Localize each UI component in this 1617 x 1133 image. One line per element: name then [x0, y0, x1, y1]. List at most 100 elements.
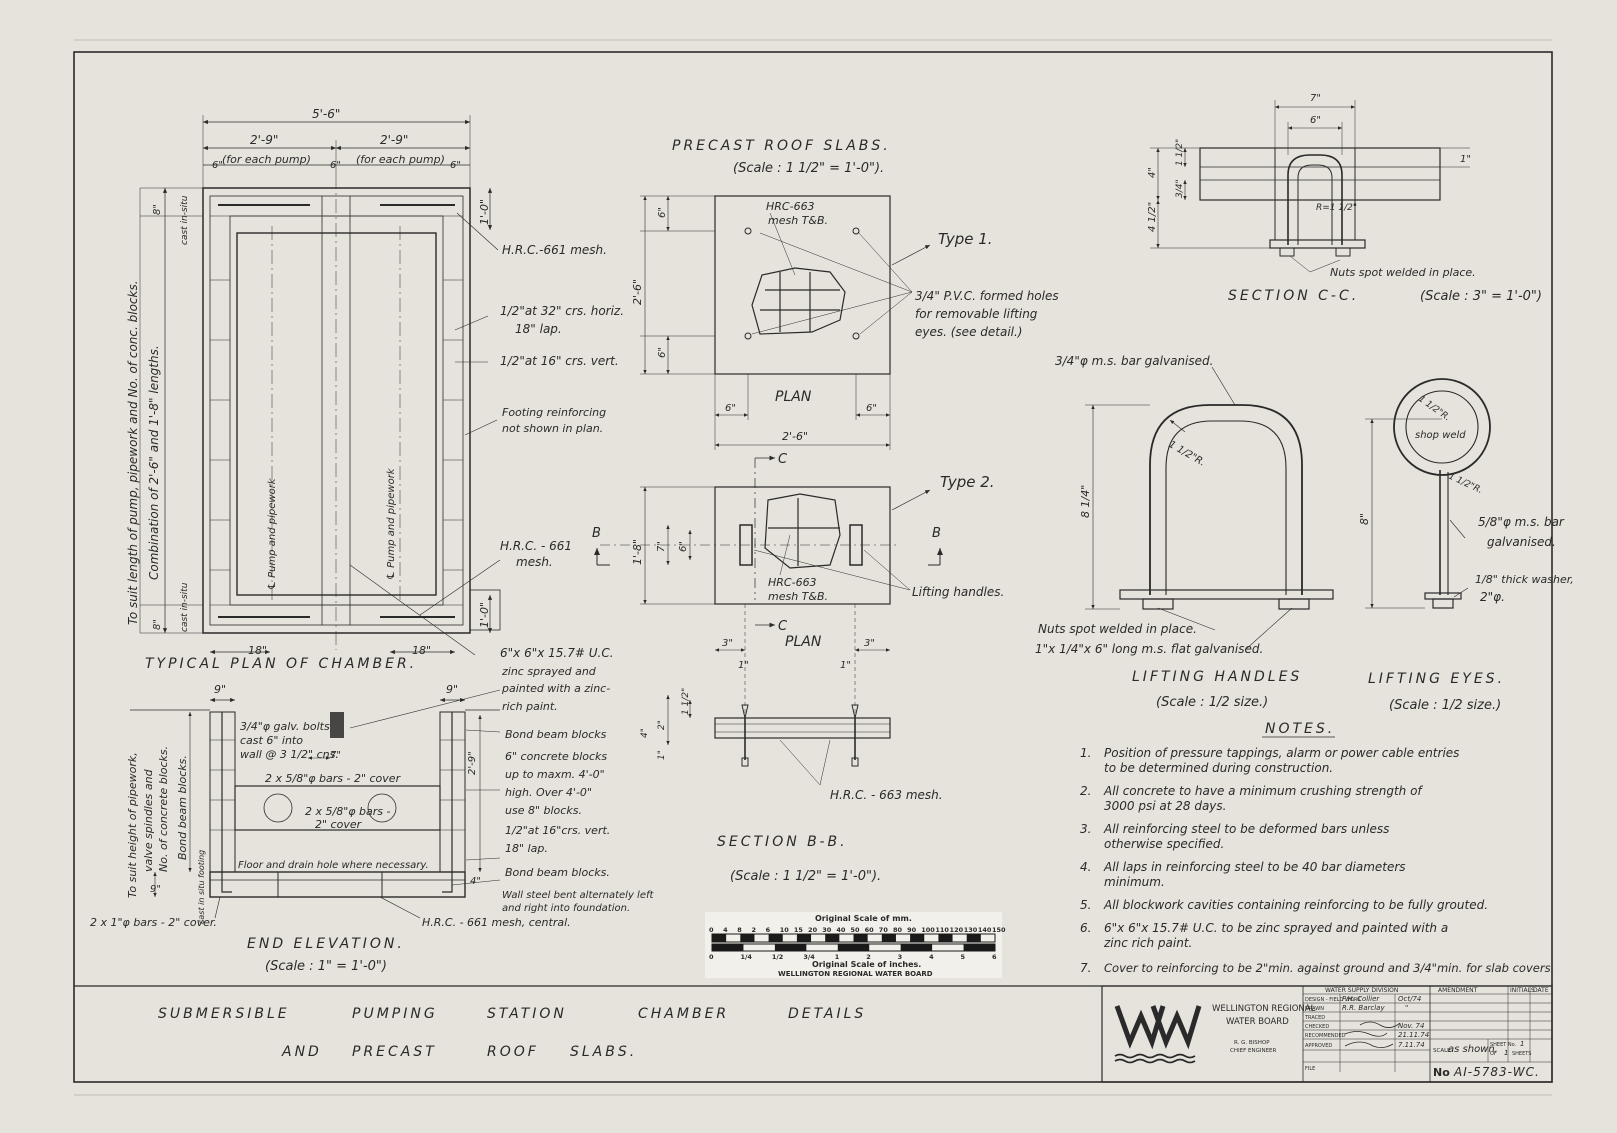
tb-row-label-1: DRAWN	[1305, 1006, 1324, 1012]
board-logo-icon	[1114, 1005, 1202, 1050]
plan-dim-18-right: 18"	[412, 644, 431, 657]
plan-overall-dim: 5'-6"	[312, 107, 340, 121]
title-word-9: SLABS.	[570, 1044, 637, 1060]
title-word-3: STATION	[487, 1006, 567, 1022]
scale-in-tick: 2	[866, 953, 871, 961]
plan-cast-bottom: cast in-situ	[180, 582, 190, 632]
eye-height: 8"	[1358, 513, 1371, 525]
scale-in-label: Original Scale of inches.	[812, 960, 921, 969]
slab-mesh-b-1: HRC-663	[768, 576, 817, 589]
scale-mm-block	[966, 934, 981, 942]
tb-row-label-3: CHECKED	[1305, 1024, 1329, 1030]
tb-division: WATER SUPPLY DIVISION	[1325, 987, 1398, 994]
scale-mm-tick: 70	[879, 926, 889, 934]
note-5-num: 5.	[1080, 898, 1091, 912]
slab-six-bot: 6"	[657, 347, 668, 358]
plan-uc-3: painted with a zinc-	[501, 682, 610, 695]
eye-weld: shop weld	[1415, 430, 1466, 441]
tb-sheet-value: 1	[1520, 1040, 1524, 1048]
scale-in-block	[900, 944, 933, 951]
plan-footing-2: not shown in plan.	[502, 422, 603, 435]
scale-mm-tick: 150	[992, 926, 1006, 934]
tb-row-label-4: RECOMMENDED	[1305, 1033, 1346, 1039]
elev-bond-vert: Bond beam blocks.	[176, 755, 189, 860]
title-block	[1101, 985, 1553, 1083]
slab-one-eight: 1'-8"	[631, 539, 644, 565]
note-1-num: 1.	[1080, 746, 1091, 760]
elev-bars-a: 2 x 5/8"φ bars - 2" cover	[265, 772, 402, 785]
note-5-line-1: All blockwork cavities containing reinfo…	[1103, 898, 1488, 912]
plan-bars-horiz: 1/2"at 32" crs. horiz.	[500, 304, 624, 318]
note-4-line-1: All laps in reinforcing steel to be 40 b…	[1103, 860, 1406, 874]
elev-side-2: valve spindles and	[142, 768, 155, 872]
scale-mm-tick: 15	[794, 926, 804, 934]
plan-hrc661-b2: mesh.	[516, 555, 553, 569]
eye-scale: (Scale : 1/2 size.)	[1389, 698, 1501, 713]
note-1-line-2: to be determined during construction.	[1104, 761, 1333, 775]
elev-scale: (Scale : 1" = 1'-0")	[265, 959, 387, 974]
plan-dim-18-left: 18"	[248, 644, 267, 657]
slab-sec-dim-2: 2"	[657, 720, 667, 730]
plan-uc-1: 6"x 6"x 15.7# U.C.	[500, 646, 614, 660]
plan-uc-4: rich paint.	[502, 700, 558, 713]
plan-for-each-pump-left: (for each pump)	[222, 153, 311, 166]
slab-pvc-1: 3/4" P.V.C. formed holes	[915, 289, 1059, 303]
slab-one-l: 1"	[738, 660, 749, 671]
plan-uc-2: zinc sprayed and	[501, 665, 597, 678]
plan-pump-label-right: ℄ Pump and pipework	[386, 467, 397, 580]
tb-org-1: WELLINGTON REGIONAL	[1212, 1004, 1316, 1014]
scale-mm-blocks	[712, 934, 981, 942]
scale-in-tick: 0	[709, 953, 714, 961]
plan-eight-bottom: 8"	[152, 619, 163, 630]
scale-in-tick: 1	[835, 953, 840, 961]
tb-initials: INITIALS	[1510, 987, 1535, 994]
precast-slabs	[594, 195, 943, 786]
slab-scale: (Scale : 1 1/2" = 1'-0").	[733, 161, 884, 176]
typical-plan	[139, 115, 501, 656]
tb-org-2: WATER BOARD	[1226, 1017, 1289, 1027]
scale-mm-block	[740, 934, 755, 942]
slab-one-r: 1"	[840, 660, 851, 671]
scale-mm-block	[825, 934, 840, 942]
elev-vert-2: 18" lap.	[505, 842, 548, 855]
plan-hrc661-mesh: H.R.C.-661 mesh.	[502, 243, 607, 257]
slab-seven: 7"	[656, 541, 667, 552]
slab-lifting: Lifting handles.	[912, 585, 1004, 599]
secc-four-half: 4 1/2"	[1147, 202, 1158, 232]
plan-hrc661-b1: H.R.C. - 661	[500, 539, 572, 553]
note-2-line-1: All concrete to have a minimum crushing …	[1103, 784, 1423, 798]
elev-title: END ELEVATION.	[247, 936, 405, 952]
secc-one: 1"	[1460, 154, 1471, 165]
scale-in-tick: 1/4	[740, 953, 752, 961]
elev-conc-3: high. Over 4'-0"	[505, 786, 592, 799]
title-word-7: PRECAST	[352, 1044, 437, 1060]
elev-conc-1: 6" concrete blocks	[505, 750, 607, 763]
scale-mm-tick: 80	[893, 926, 903, 934]
scale-mm-label: Original Scale of mm.	[815, 914, 912, 923]
scale-mm-block	[768, 934, 783, 942]
handle-radius: 1 1/2"R.	[1167, 439, 1207, 469]
scale-in-tick: 5	[961, 953, 966, 961]
slab-pvc-2: for removable lifting	[915, 307, 1038, 321]
elev-two-nine: 2'-9"	[467, 751, 478, 775]
scale-in-tick: 6	[992, 953, 997, 961]
tb-sheet-label: SHEET No.	[1490, 1042, 1517, 1048]
slab-sec-b-title: SECTION B-B.	[717, 834, 848, 850]
handle-bar: 3/4"φ m.s. bar galvanised.	[1055, 354, 1213, 368]
scale-mm-tick: 50	[851, 926, 861, 934]
note-6-line-1: 6"x 6"x 15.7# U.C. to be zinc sprayed an…	[1104, 921, 1448, 935]
plan-six-b: 6"	[330, 160, 341, 171]
scale-mm-tick: 8	[737, 926, 742, 934]
scale-mm-tick: 90	[907, 926, 917, 934]
note-2-num: 2.	[1080, 784, 1091, 798]
outer-border	[73, 51, 1553, 1083]
plan-footing-1: Footing reinforcing	[502, 406, 606, 419]
scale-mm-tick: 100	[921, 926, 935, 934]
slab-six-l: 6"	[725, 403, 736, 414]
scale-mm-block	[881, 934, 896, 942]
tb-row-label-0: DESIGN - FIELD WORK	[1305, 997, 1361, 1003]
notes-title: NOTES.	[1265, 721, 1335, 737]
elev-four: 4"	[470, 876, 481, 887]
eye-washer-1: 1/8" thick washer,	[1475, 573, 1574, 586]
